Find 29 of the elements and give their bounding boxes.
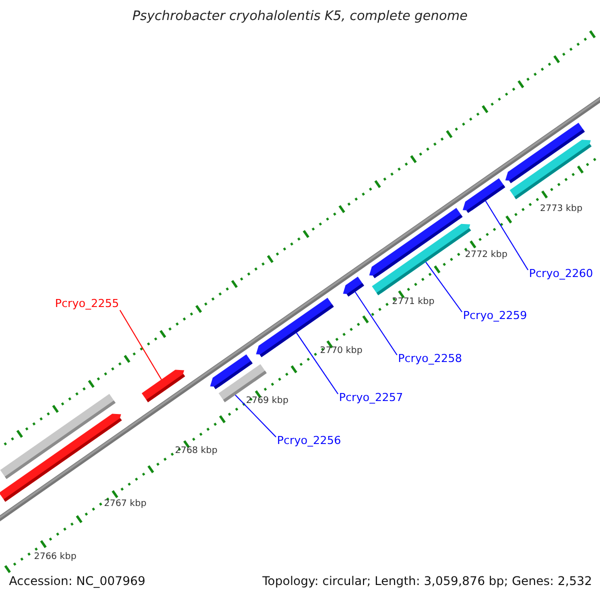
tick-label: 2768 kbp [175, 447, 218, 457]
gene-label: Pcryo_2256 [277, 435, 341, 448]
tick-label: 2772 kbp [465, 251, 508, 261]
gene-feature [142, 370, 186, 402]
genome-info-text: Topology: circular; Length: 3,059,876 bp; Genes: 2,532 [262, 575, 592, 588]
gene-feature [343, 276, 364, 297]
title: Psychrobacter cryohalolentis K5, complete genome [131, 10, 469, 24]
gene-label: Pcryo_2258 [398, 353, 462, 366]
tick-label: 2767 kbp [104, 500, 146, 510]
accession-text: Accession: NC_007969 [9, 575, 146, 588]
gene-label: Pcryo_2259 [463, 310, 527, 322]
tick-label: 2766 kbp [34, 553, 76, 563]
gene-feature [210, 354, 253, 390]
tick-label: 2770 kbp [320, 347, 362, 357]
gene-feature [462, 178, 506, 213]
leader-line [234, 394, 276, 438]
tick-label: 2773 kbp [540, 205, 582, 215]
leader-line [354, 291, 398, 356]
tick-label: 2769 kbp [246, 397, 288, 407]
tick-label: 2771 kbp [392, 298, 434, 308]
leader-line [296, 332, 338, 394]
gene-feature [510, 140, 592, 200]
gene-feature [369, 208, 463, 278]
gene-label: Pcryo_2257 [339, 392, 403, 404]
leader-line [425, 262, 462, 312]
gene-label: Pcryo_2255 [55, 298, 119, 310]
leader-line [485, 200, 528, 270]
leader-line [119, 310, 162, 380]
gene-label: Pcryo_2260 [529, 268, 593, 280]
